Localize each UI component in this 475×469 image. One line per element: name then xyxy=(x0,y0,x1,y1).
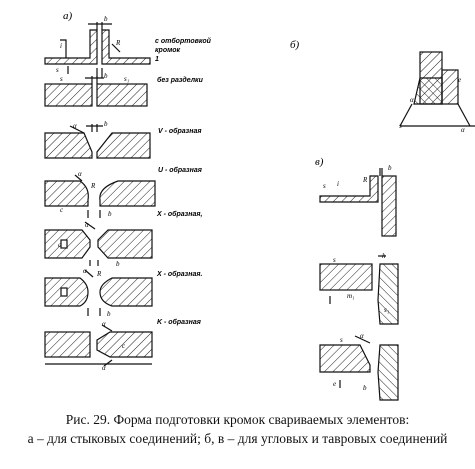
symbol-i-v1: i xyxy=(337,180,339,188)
joint-tee-2 xyxy=(319,255,399,325)
label-u: U - образная xyxy=(158,166,202,174)
figure-caption-line1: Рис. 29. Форма подготовки кромок сварива… xyxy=(65,412,410,427)
symbol-alpha-5: α xyxy=(85,221,89,229)
label-x1: X - образная, xyxy=(156,210,202,218)
symbol-alpha-4: α xyxy=(78,170,82,178)
joint-flanged xyxy=(44,22,151,78)
symbol-s-v3: s xyxy=(340,336,343,344)
symbol-alpha-7: α xyxy=(102,320,106,328)
symbol-alpha-b: α xyxy=(410,96,414,104)
symbol-s-b: s xyxy=(399,122,402,130)
symbol-c-5: c xyxy=(58,241,62,249)
symbol-h-v2: h xyxy=(382,252,386,260)
symbol-e-v3: e xyxy=(333,380,336,388)
symbol-b-v1: b xyxy=(388,164,392,172)
symbol-s: s xyxy=(56,66,59,74)
joint-v xyxy=(44,124,151,159)
symbol-c-7: c xyxy=(122,342,126,350)
label-no-bevel: без разделки xyxy=(157,76,204,84)
symbol-s-v2: s xyxy=(333,256,336,264)
symbol-b-3: b xyxy=(104,120,108,128)
symbol-R-v1: R xyxy=(362,176,368,184)
symbol-b-5: b xyxy=(116,260,120,268)
symbol-alpha-7b: α xyxy=(102,364,106,372)
symbol-alpha-b2: α xyxy=(461,126,465,134)
symbol-b-2: b xyxy=(104,72,108,80)
symbol-b: b xyxy=(104,15,108,23)
symbol-b-4: b xyxy=(108,210,112,218)
joint-u xyxy=(44,174,156,218)
symbol-R-4: R xyxy=(90,182,96,190)
symbol-alpha-v3: α xyxy=(360,332,364,340)
joint-x xyxy=(44,221,153,266)
joint-x2 xyxy=(44,269,153,316)
symbol-e-b: e xyxy=(458,76,461,84)
joint-no-bevel xyxy=(44,76,148,107)
label-flanged-1: с отбортовкой xyxy=(155,37,212,45)
symbol-b-6: b xyxy=(107,310,111,318)
symbol-b-v3: b xyxy=(363,384,367,392)
panel-v-label: в) xyxy=(315,156,324,168)
label-flanged-2: кромок xyxy=(155,47,181,54)
label-x2: X - образная. xyxy=(156,270,202,278)
panel-a-label: а) xyxy=(63,10,73,22)
label-k: K - образная xyxy=(157,318,201,326)
joint-tee-3 xyxy=(319,335,399,401)
joint-tee-1 xyxy=(319,168,397,237)
figure-caption-line2: а – для стыковых соединений; б, в – для … xyxy=(27,431,448,446)
symbol-R: R xyxy=(115,39,121,47)
label-v: V - образная xyxy=(158,127,201,135)
symbol-i: i xyxy=(60,42,62,50)
joint-k xyxy=(44,324,153,367)
symbol-alpha-6: α xyxy=(83,267,87,275)
flange-note: 1 xyxy=(155,56,159,63)
joint-corner-b xyxy=(399,51,475,127)
symbol-alpha: α xyxy=(73,122,77,130)
symbol-s1-v2: s₁ xyxy=(384,306,389,314)
symbol-s-2: s xyxy=(60,75,63,83)
symbol-s-v1: s xyxy=(323,182,326,190)
symbol-c: c xyxy=(60,206,64,214)
panel-b-label: б) xyxy=(290,39,300,51)
symbol-R-6: R xyxy=(96,270,102,278)
symbol-s1: s₁ xyxy=(124,75,129,83)
symbol-m1: m₁ xyxy=(347,292,355,300)
